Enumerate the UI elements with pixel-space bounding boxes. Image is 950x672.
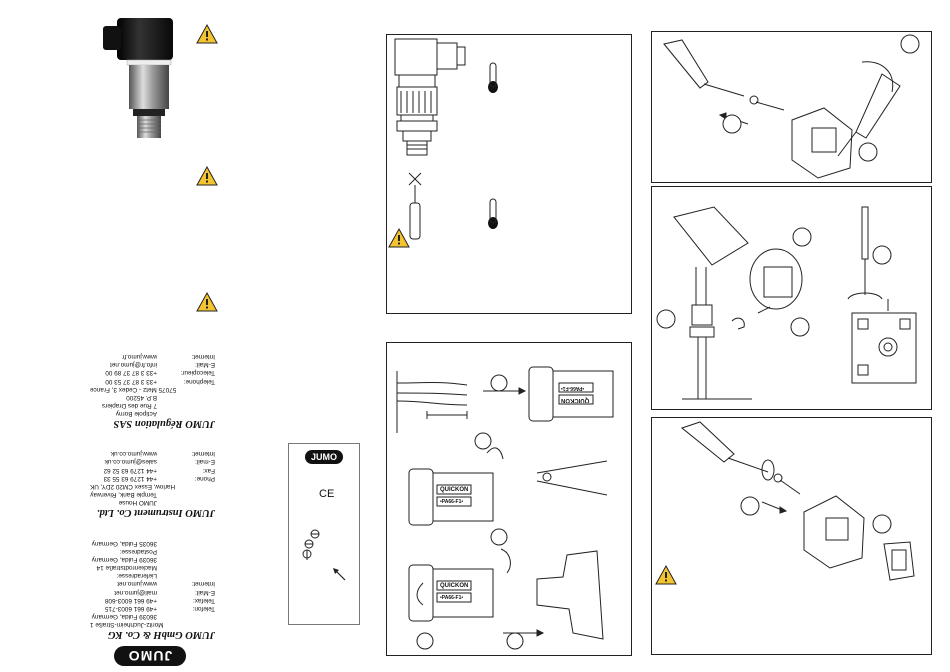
address-block-jumo-france: JUMO Régulation SAS Actipole Borny 7 Rue… <box>90 353 215 429</box>
quickon-label: QUICKON <box>561 397 590 403</box>
warning-icon <box>196 292 218 312</box>
warning-icon <box>196 166 218 186</box>
address-block-jumo-uk: JUMO Instrument Co. Ltd. JUMO House Temp… <box>90 450 215 518</box>
address-block-jumo-germany: JUMO GmbH & Co. KG Moritz-Juchheim-Straß… <box>90 539 215 640</box>
panel-connector-sensor <box>386 34 632 314</box>
product-photo <box>95 14 185 140</box>
pin-symbols <box>302 529 346 581</box>
model-label: •PA66-F1• <box>440 595 464 601</box>
panel-disassembly-terminals <box>651 186 932 410</box>
type-label: JUMO CE <box>288 443 360 625</box>
jumo-label-logo: JUMO <box>305 450 343 464</box>
ce-mark: CE <box>319 488 335 500</box>
company-name: JUMO GmbH & Co. KG <box>107 629 215 640</box>
panel-assembly-gasket <box>651 417 932 655</box>
company-name: JUMO Régulation SAS <box>113 418 215 429</box>
panel-unscrew-cover <box>651 31 932 183</box>
quickon-label: QUICKON <box>440 487 469 493</box>
warning-icon <box>196 24 218 44</box>
jumo-logo: JUMO <box>114 646 186 666</box>
company-name: JUMO Instrument Co. Ltd. <box>96 507 215 518</box>
model-label: •PA66-F1• <box>561 385 585 391</box>
model-label: •PA66-F1• <box>440 499 464 505</box>
quickon-label: QUICKON <box>440 583 469 589</box>
panel-quickon-wiring: QUICKON •PA66-F1• QUICKON •PA66-F1• QUIC… <box>386 342 632 656</box>
